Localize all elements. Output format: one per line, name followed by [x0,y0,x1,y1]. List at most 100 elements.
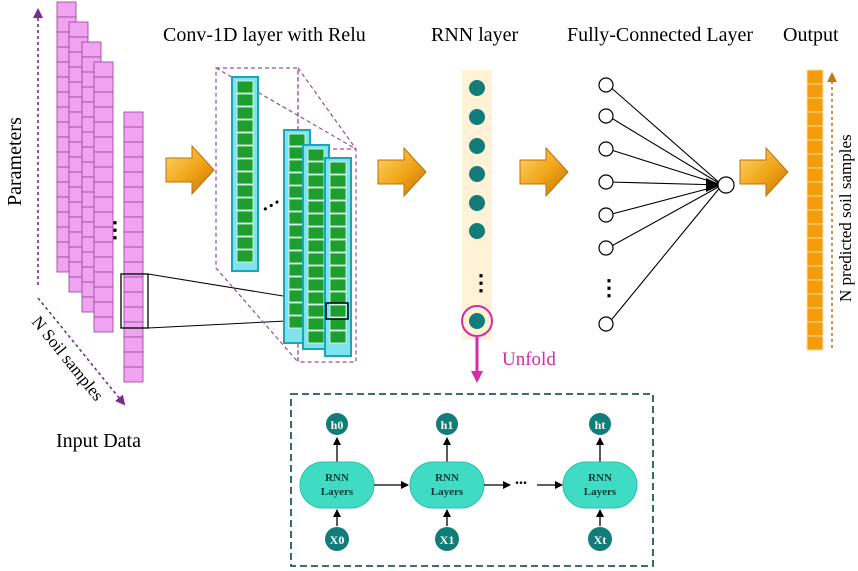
conv-cell [329,330,347,344]
conv-cell [329,161,347,175]
conv-cell [236,171,254,185]
input-cell [93,136,114,153]
conv-cell [329,213,347,227]
input-data-columns [56,1,144,383]
rnn-node [469,223,485,239]
rnn-block-label: Layers [321,486,354,498]
input-selection-box [120,273,149,329]
rnn-section: RNN layer ⋮ Unfold [431,24,556,383]
rnn-layers-block [562,461,638,509]
rnn-node [469,166,485,182]
input-cell [123,171,144,188]
conv-cell [329,200,347,214]
fc-input-node [598,174,614,190]
conv-cell [236,132,254,146]
conv-cell [236,80,254,94]
conv-cell [329,278,347,292]
fc-input-node [598,316,614,332]
conv-cell [307,213,325,227]
input-cell [123,111,144,128]
input-cell [93,286,114,303]
output-cell [806,83,824,99]
input-cell [93,121,114,138]
conv-cell [236,223,254,237]
conv-cell [307,330,325,344]
output-column [806,69,824,351]
flow-arrow [519,146,569,198]
unfold-ellipsis: ... [515,471,527,488]
input-node-label: Xt [594,533,607,547]
rnn-node [469,313,485,329]
parameters-label: Parameters [4,117,26,206]
rnn-node [469,138,485,154]
conv-cell [329,239,347,253]
input-cell [93,91,114,108]
flow-arrow [377,146,427,198]
input-cell [123,321,144,338]
conv-cell [236,249,254,263]
conv-cell [236,184,254,198]
rnn-layers-block [409,461,485,509]
conv-cell [329,265,347,279]
hidden-state-node [589,413,611,435]
output-cell [806,223,824,239]
conv-cell [307,317,325,331]
conv1d-section: Conv-1D layer with Relu ··· [163,24,366,364]
conv-cell [288,133,306,147]
conv-cell [236,197,254,211]
unfold-panel: h0RNNLayersX0h1RNNLayersX1htRNNLayersXt … [290,393,654,567]
conv-cell [307,161,325,175]
input-cell [123,186,144,203]
input-cell [123,141,144,158]
rnn-node [469,109,485,125]
output-section: Output N predicted soil samples [783,24,855,351]
conv-cell [236,158,254,172]
rnn-block-label: RNN [435,472,459,484]
conv-cell [236,145,254,159]
fc-input-node [598,207,614,223]
input-cell [123,126,144,143]
rnn-nodes [469,80,485,329]
output-cell [806,307,824,323]
conv-cell [236,93,254,107]
conv-cell [307,148,325,162]
fc-output-node [717,176,735,194]
rnn-block-label: RNN [588,472,612,484]
rnn-block-label: Layers [584,486,617,498]
input-cell [123,261,144,278]
input-cell [93,166,114,183]
flow-arrow [739,146,789,198]
conv-title: Conv-1D layer with Relu [163,24,366,46]
input-data-label: Input Data [56,430,141,452]
output-cell [806,335,824,351]
input-cell [93,271,114,288]
conv-cell [307,291,325,305]
fc-ellipsis: ⋮ [598,275,620,300]
conv-cell [307,226,325,240]
conv-ellipsis: ··· [257,191,285,220]
conv-cell [307,174,325,188]
rnn-highlight-ring [461,305,493,337]
conv-cell [307,304,325,318]
input-cell [123,201,144,218]
rnn-layers-block [299,461,375,509]
output-cell [806,265,824,281]
conv-cell [329,174,347,188]
fc-connection [607,84,723,186]
samples-axis-arrow [37,297,126,406]
input-node [435,527,459,551]
conv-feature-maps [231,76,352,357]
input-cell [123,276,144,293]
input-cell [68,21,89,38]
rnn-block-label: Layers [431,486,464,498]
conv-cell [329,291,347,305]
flow-arrows [165,144,789,198]
output-cell [806,251,824,267]
input-node [588,527,612,551]
input-node-label: X0 [330,533,345,547]
fc-connection [607,184,723,216]
output-cell [806,209,824,225]
input-cell [81,41,102,58]
